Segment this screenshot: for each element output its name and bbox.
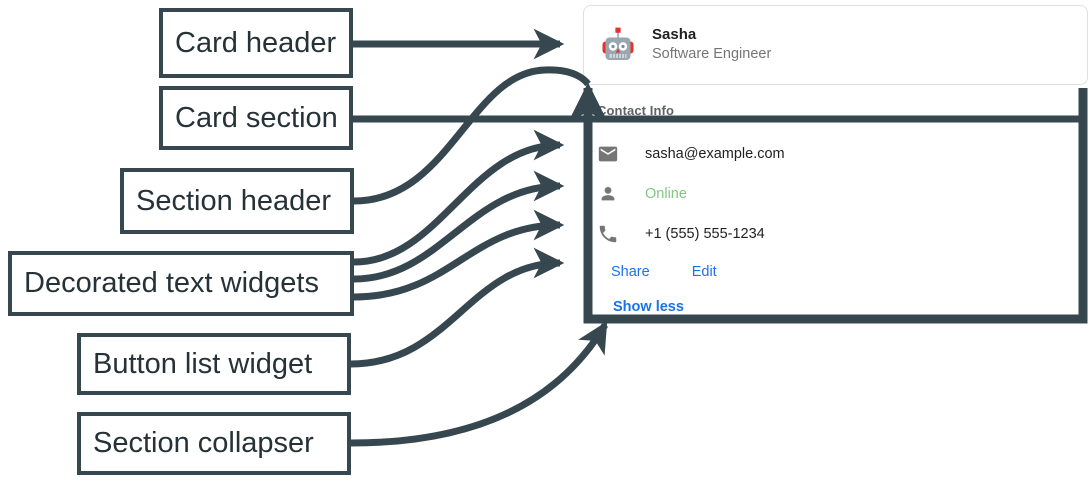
phone-value: +1 (555) 555-1234 (645, 226, 765, 242)
annotation-label: Decorated text widgets (24, 267, 319, 299)
card-header-text: Sasha Software Engineer (652, 25, 772, 63)
annotation-card-header: Card header (159, 8, 353, 78)
decorated-text-widget-status: Online (583, 174, 1088, 214)
annotation-label: Card header (175, 26, 337, 59)
annotation-button-list-widget: Button list widget (77, 333, 351, 395)
card-header: Sasha Software Engineer (583, 5, 1088, 85)
arrow-section-collapser (350, 321, 609, 447)
annotation-card-section: Card section (159, 86, 353, 150)
card-header-title: Sasha (652, 25, 697, 43)
arrow-button-list (350, 247, 565, 368)
button-list-widget: Share Edit (583, 254, 1088, 290)
status-value: Online (645, 186, 687, 202)
arrow-decorated-phone (353, 209, 565, 301)
annotation-decorated-text-widgets: Decorated text widgets (8, 251, 354, 316)
phone-icon (597, 223, 619, 245)
arrow-section-header (353, 66, 591, 205)
person-icon (597, 183, 619, 205)
email-icon (597, 143, 619, 165)
annotation-section-header: Section header (120, 168, 354, 234)
show-less-button[interactable]: Show less (613, 299, 684, 315)
annotation-section-collapser: Section collapser (77, 412, 351, 475)
section-header: Contact Info (597, 103, 675, 118)
email-value: sasha@example.com (645, 146, 785, 162)
card-header-subtitle: Software Engineer (652, 46, 772, 63)
annotation-label: Card section (175, 101, 338, 134)
decorated-text-widget-email: sasha@example.com (583, 134, 1088, 174)
share-button[interactable]: Share (611, 264, 650, 280)
annotation-label: Section collapser (93, 427, 314, 459)
arrow-decorated-email (353, 129, 565, 266)
edit-button[interactable]: Edit (691, 264, 717, 280)
robot-avatar-icon (598, 25, 638, 65)
decorated-text-widget-phone: +1 (555) 555-1234 (583, 214, 1088, 254)
card-section: Contact Info sasha@example.com Online (583, 85, 1088, 330)
profile-card: Sasha Software Engineer Contact Info sas… (583, 5, 1088, 330)
annotation-label: Button list widget (93, 347, 313, 380)
section-collapser[interactable]: Show less (583, 290, 1088, 324)
annotation-label: Section header (136, 184, 332, 217)
arrow-decorated-status (353, 170, 565, 283)
